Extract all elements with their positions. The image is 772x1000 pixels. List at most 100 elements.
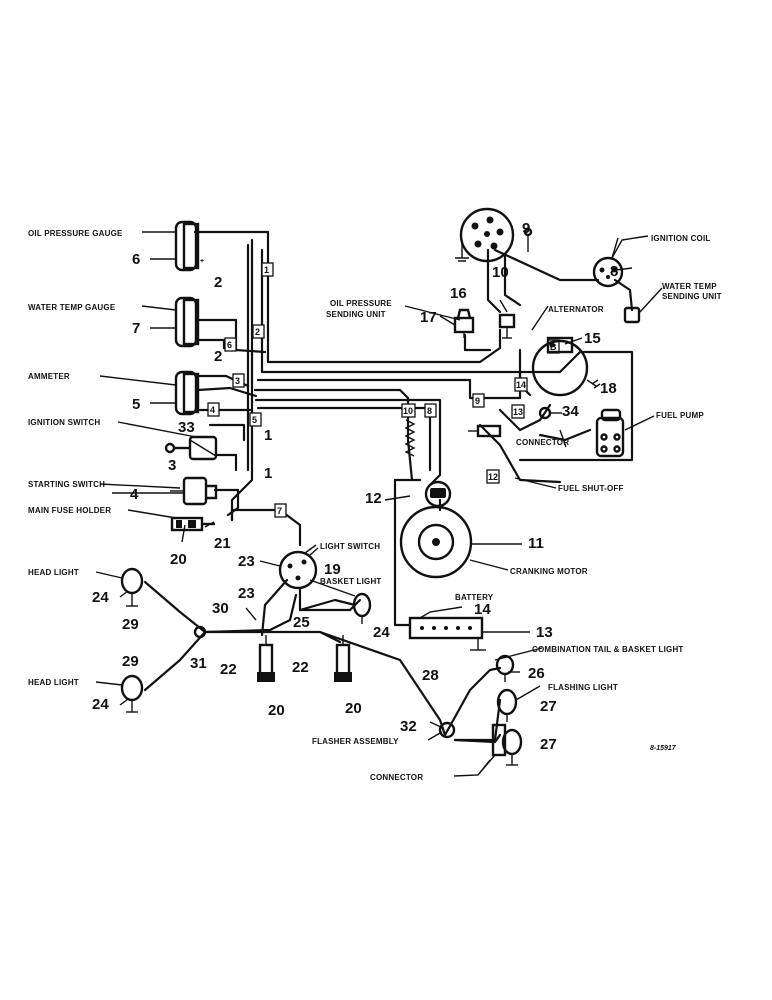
callout: 27 [540, 736, 557, 753]
callout: 22 [292, 659, 309, 676]
distributor-symbol [455, 207, 533, 263]
label-head-light-bottom: HEAD LIGHT [28, 678, 79, 687]
wire-tag: 2 [252, 324, 265, 339]
label-flashing-light: FLASHING LIGHT [548, 683, 618, 692]
label-oil-pressure-sending-1: OIL PRESSURE [330, 299, 392, 308]
wire-tag: 14 [514, 377, 528, 392]
water-temp-gauge-symbol [174, 296, 200, 348]
label-water-temp-sending-2: SENDING UNIT [662, 292, 722, 301]
label-combination-light: COMBINATION TAIL & BASKET LIGHT [532, 645, 684, 654]
callout: 34 [562, 403, 579, 420]
head-light-bottom-symbol [120, 674, 144, 713]
callout: 26 [528, 665, 545, 682]
label-ammeter: AMMETER [28, 372, 70, 381]
callout: 15 [584, 330, 601, 347]
cranking-motor-symbol [399, 480, 473, 579]
label-battery: BATTERY [455, 593, 494, 602]
fuse-holder-right-symbol [334, 635, 352, 682]
main-fuse-holder-symbol [170, 516, 215, 532]
ignition-coil-symbol [592, 235, 649, 288]
callout: 1 [264, 427, 272, 444]
callout: 24 [92, 696, 109, 713]
svg-text:14: 14 [516, 380, 526, 390]
callout-numbers: 6 2 7 2 5 33 1 3 1 4 20 21 23 23 30 29 2… [92, 220, 618, 753]
oil-pressure-gauge-symbol: + [174, 220, 204, 272]
callout: 11 [528, 535, 544, 552]
callout: 16 [450, 285, 467, 302]
callout: 18 [600, 380, 617, 397]
svg-text:6: 6 [227, 340, 232, 350]
wire-tag: 12 [486, 469, 500, 484]
callout: 24 [92, 589, 109, 606]
label-fuel-pump: FUEL PUMP [656, 411, 704, 420]
svg-text:10: 10 [403, 406, 413, 416]
label-alternator: ALTERNATOR [548, 305, 604, 314]
starting-switch-symbol [170, 476, 218, 506]
wire-tag: 1 [261, 262, 274, 277]
callout: 29 [122, 653, 139, 670]
flasher-assembly-symbol [438, 721, 456, 739]
label-main-fuse-holder: MAIN FUSE HOLDER [28, 506, 111, 515]
wire-tag: 5 [249, 412, 262, 427]
wire-tag: 13 [511, 404, 525, 419]
label-fuel-shutoff: FUEL SHUT-OFF [558, 484, 624, 493]
wire-tag: 6 [224, 337, 237, 352]
water-temp-sending-unit-symbol [623, 306, 641, 324]
fuel-shutoff-symbol [468, 424, 502, 438]
ignition-switch-symbol [164, 435, 218, 461]
label-flasher-assembly: FLASHER ASSEMBLY [312, 737, 399, 746]
callout: 20 [268, 702, 285, 719]
callout: 19 [324, 561, 341, 578]
callout: 20 [345, 700, 362, 717]
wire-tag: 8 [424, 403, 437, 418]
callout: 2 [214, 274, 222, 291]
callout: 8 [610, 263, 618, 280]
callout: 27 [540, 698, 557, 715]
wire-tag: 10 [401, 403, 416, 418]
connector-mid-symbol [538, 406, 562, 420]
callout: 12 [365, 490, 382, 507]
callout: 28 [422, 667, 439, 684]
callout: 20 [170, 551, 187, 568]
callout: 5 [132, 396, 140, 413]
wiring-harness [143, 230, 634, 744]
svg-text:7: 7 [277, 506, 282, 516]
ammeter-symbol [174, 370, 200, 416]
leader-lines [95, 231, 663, 777]
label-starting-switch: STARTING SWITCH [28, 480, 105, 489]
head-light-top-symbol [120, 567, 144, 607]
callout: 22 [220, 661, 237, 678]
svg-text:4: 4 [210, 405, 215, 415]
sending-unit-16-symbol [498, 313, 516, 339]
fuse-holder-left-symbol [257, 635, 275, 682]
callout: 30 [212, 600, 229, 617]
svg-text:12: 12 [488, 472, 498, 482]
label-light-switch: LIGHT SWITCH [320, 542, 380, 551]
label-connector-bottom: CONNECTOR [370, 773, 423, 782]
wire-tag: 7 [274, 503, 287, 518]
wire-tag: 9 [472, 393, 485, 408]
connector-31-symbol [193, 625, 207, 639]
callout: 23 [238, 553, 255, 570]
combination-tail-light-symbol [495, 654, 515, 682]
alternator-symbol [531, 336, 601, 397]
flashing-light-symbol [496, 688, 518, 722]
battery-symbol [408, 616, 486, 651]
callout: 10 [492, 264, 509, 281]
callout: 21 [214, 535, 231, 552]
callout: 25 [293, 614, 310, 631]
callout: 32 [400, 718, 417, 735]
resistor-coil-symbol [404, 419, 416, 457]
svg-text:13: 13 [513, 407, 523, 417]
basket-light-symbol [352, 592, 372, 624]
rear-light-27b-symbol [491, 723, 523, 766]
label-ignition-switch: IGNITION SWITCH [28, 418, 100, 427]
fuel-pump-symbol [595, 408, 625, 458]
wire-tags: 1 2 3 4 5 6 7 9 10 8 13 14 12 B [207, 262, 560, 518]
callout: 14 [474, 601, 491, 618]
callout: 29 [122, 616, 139, 633]
svg-text:+: + [200, 258, 204, 265]
label-connector-mid: CONNECTOR [516, 438, 569, 447]
callout: 31 [190, 655, 207, 672]
